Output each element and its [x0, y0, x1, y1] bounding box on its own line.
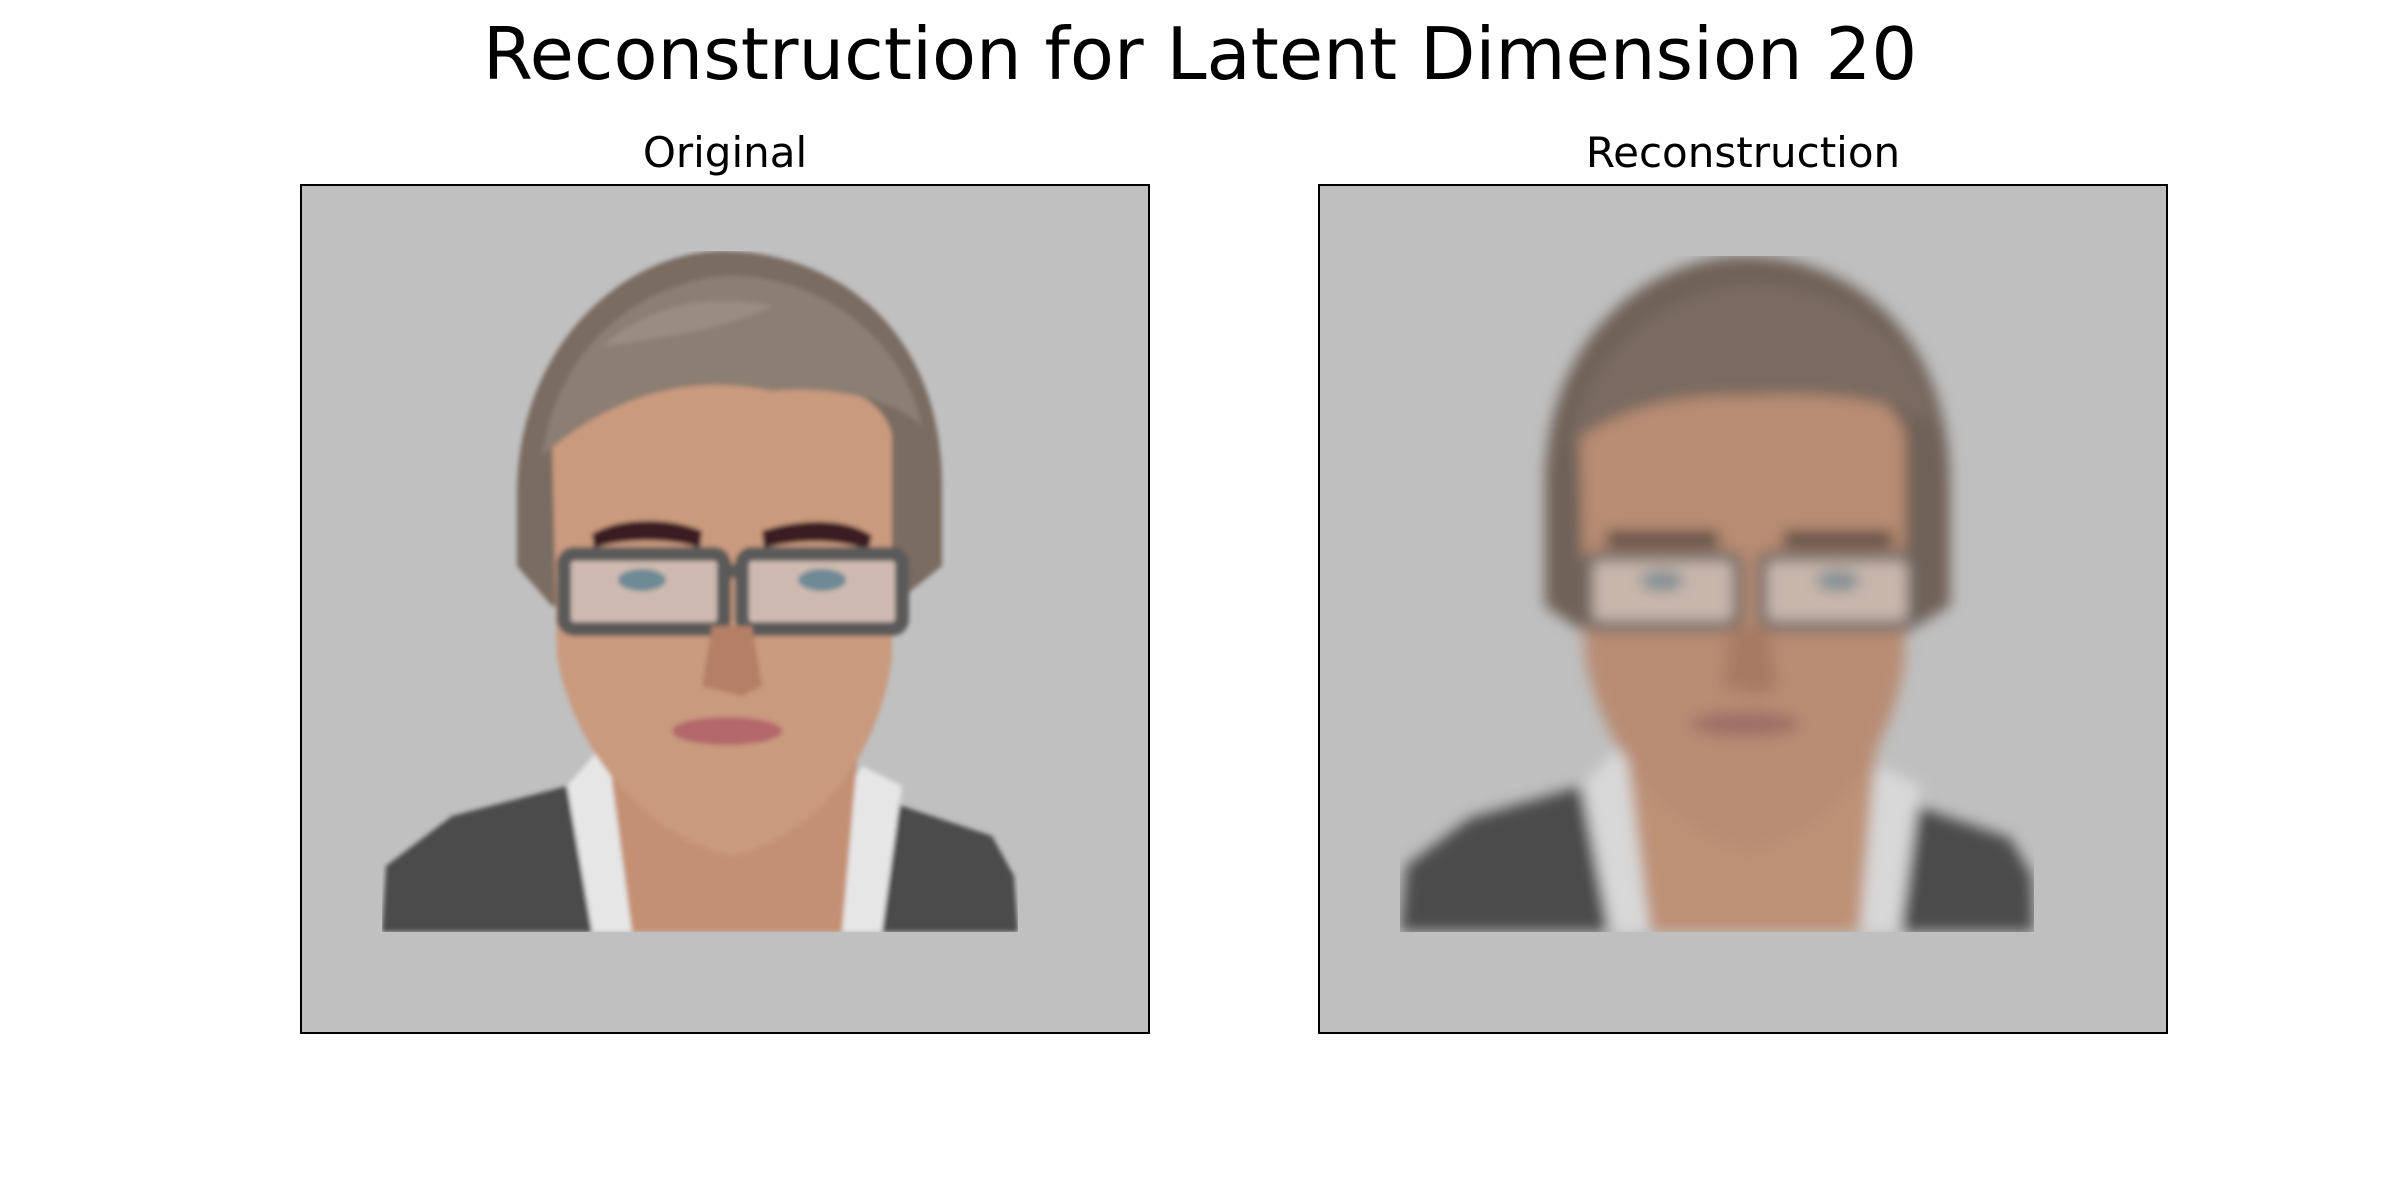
left-lens	[557, 547, 731, 636]
jacket-left	[1400, 771, 1638, 932]
right-lens	[1757, 551, 1917, 631]
hair-fringe	[542, 275, 922, 456]
hair-highlight	[602, 300, 772, 346]
left-eye	[1640, 571, 1684, 591]
jacket-left	[382, 766, 622, 932]
original-panel-title: Original	[642, 128, 808, 177]
left-eyebrow	[1605, 531, 1720, 547]
nose	[1722, 626, 1778, 696]
hair-fringe	[1570, 283, 1935, 446]
original-face-image	[302, 186, 1148, 1032]
right-eye	[798, 569, 846, 591]
left-lens	[1583, 551, 1743, 631]
figure-title: Reconstruction for Latent Dimension 20	[482, 12, 1918, 96]
nose	[702, 626, 762, 696]
right-eye	[1816, 571, 1860, 591]
glasses-bridge	[720, 564, 746, 578]
right-eyebrow	[1782, 531, 1894, 547]
lips	[1690, 711, 1800, 737]
left-eye	[618, 569, 666, 591]
left-eyebrow	[592, 520, 702, 548]
reconstruction-image-panel	[1318, 184, 2168, 1034]
reconstruction-panel-title: Reconstruction	[1585, 128, 1901, 177]
right-eyebrow	[762, 521, 872, 550]
lips	[672, 717, 782, 745]
reconstruction-face-image	[1320, 186, 2166, 1032]
original-image-panel	[300, 184, 1150, 1034]
right-lens	[735, 547, 909, 636]
